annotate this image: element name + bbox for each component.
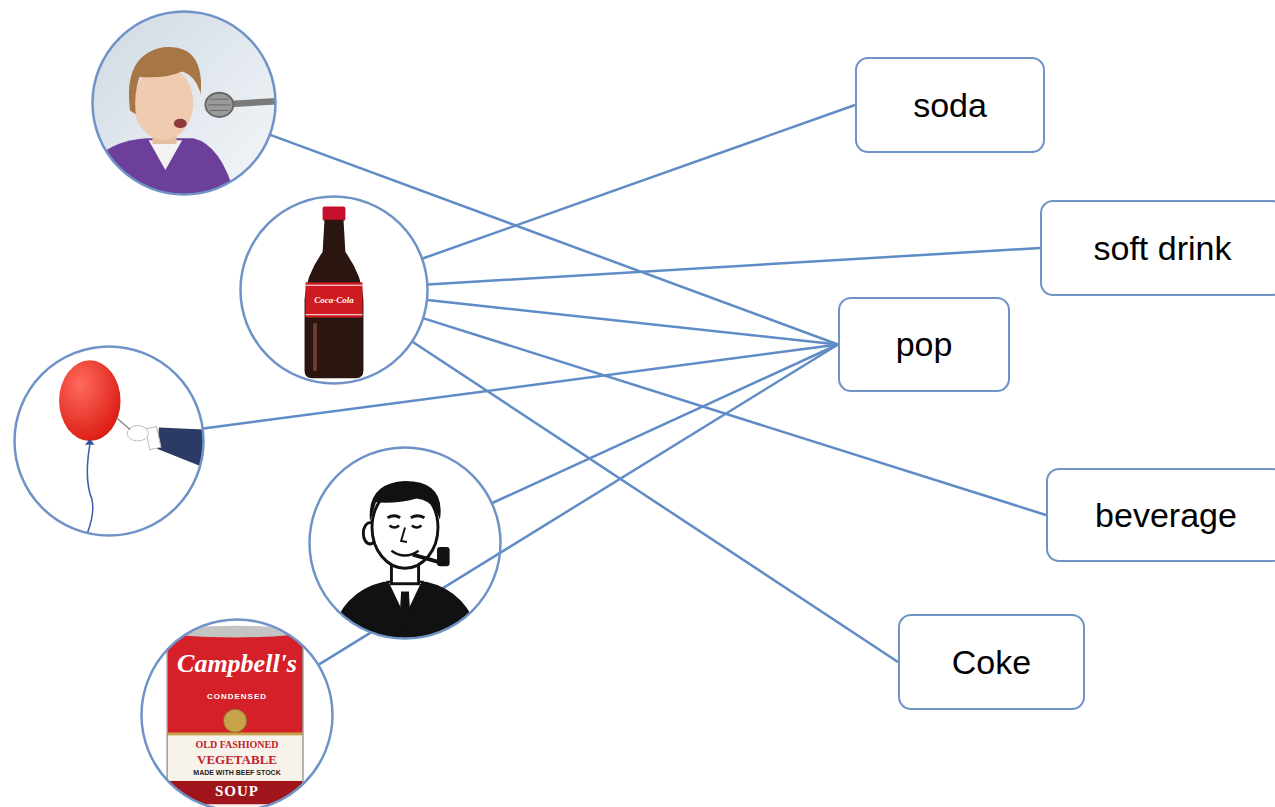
bottle-photo (239, 195, 429, 385)
brand-text: CONDENSED (207, 693, 267, 701)
circle-border (310, 448, 501, 639)
circle-border (241, 197, 428, 384)
picture-circle (308, 446, 502, 640)
brand-text: Coca-Cola (314, 296, 354, 305)
circle-outline (308, 446, 502, 640)
word-box: Coke (898, 614, 1085, 710)
circle-border (93, 12, 276, 195)
connector-line (423, 105, 855, 259)
word-box: soft drink (1040, 200, 1275, 296)
brand-text: VEGETABLE (197, 753, 277, 766)
brand-text: OLD FASHIONED (196, 740, 279, 750)
picture-circle (140, 618, 334, 807)
word-box: soda (855, 57, 1045, 153)
picture-circle (239, 195, 429, 385)
connector-line (319, 345, 838, 665)
connector-line (412, 342, 898, 662)
word-text: pop (896, 324, 953, 365)
picture-circle (13, 345, 205, 537)
picture-circle (91, 10, 277, 196)
brand-text: MADE WITH BEEF STOCK (193, 769, 280, 776)
word-text: Coke (952, 642, 1031, 683)
circle-outline (91, 10, 277, 196)
connector-line (492, 345, 838, 503)
balloon-photo (13, 345, 205, 537)
singer-photo (91, 10, 277, 196)
word-box: beverage (1046, 468, 1275, 562)
connector-line (428, 248, 1040, 284)
word-text: soft drink (1094, 228, 1232, 269)
word-box: pop (838, 297, 1010, 392)
brand-text: SOUP (215, 784, 259, 799)
soup-can-photo (140, 618, 334, 807)
word-text: beverage (1095, 495, 1237, 536)
pipe-man-drawing (329, 481, 480, 640)
circle-outline (239, 195, 429, 385)
circle-outline (13, 345, 205, 537)
word-text: soda (913, 85, 987, 126)
circle-outline (140, 618, 334, 807)
circle-border (142, 620, 333, 807)
brand-text: Campbell's (177, 651, 297, 677)
circle-border (15, 347, 204, 536)
